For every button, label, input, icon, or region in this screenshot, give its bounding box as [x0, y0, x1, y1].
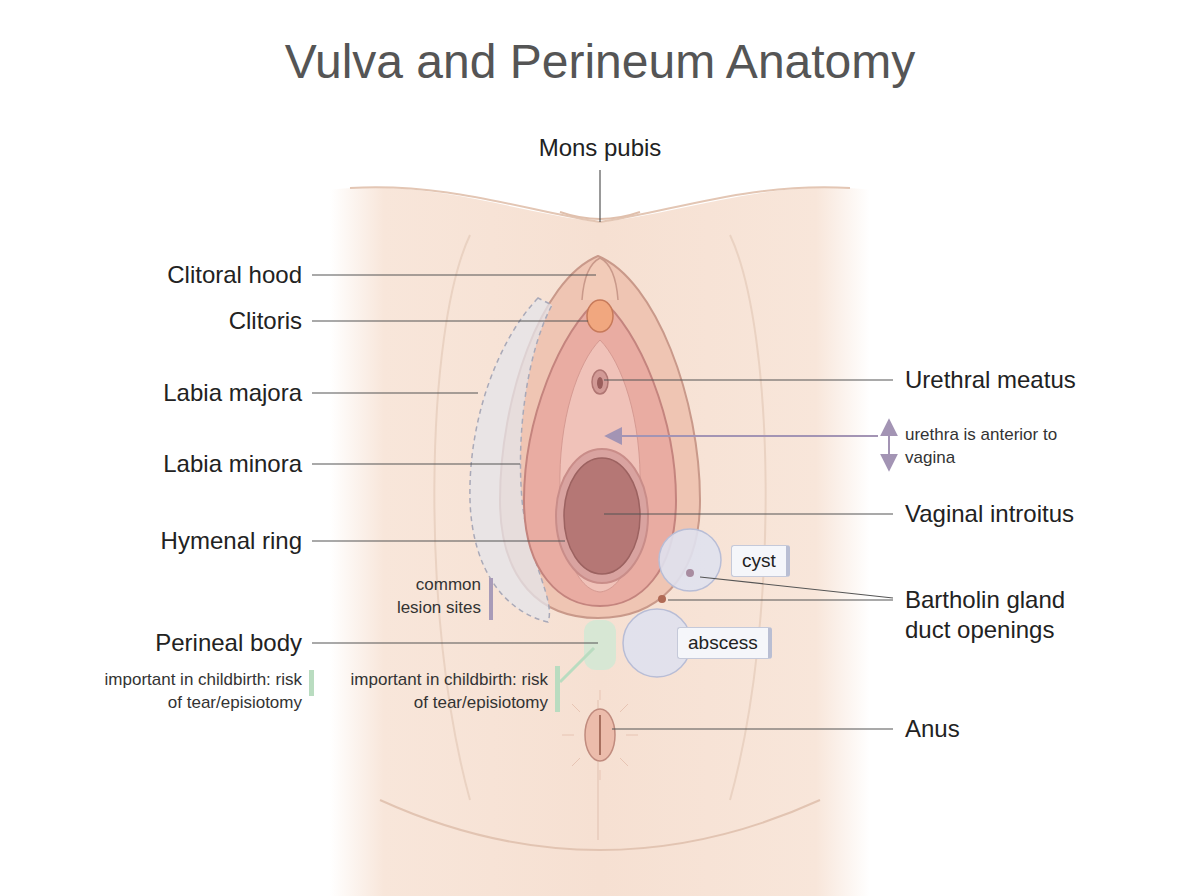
part-label: Vaginal introitus: [905, 499, 1074, 529]
hymenal-ring-shape: [556, 449, 648, 583]
anterior-posterior-arrow: [888, 420, 890, 470]
note-text: important in childbirth: risk of tear/ep…: [87, 669, 302, 715]
box-text: abscess: [688, 632, 758, 654]
note-bar: [555, 666, 560, 712]
note-text: important in childbirth: risk of tear/ep…: [333, 669, 548, 715]
clitoral-hood-shape: [582, 258, 618, 300]
part-label: Bartholin gland duct openings: [905, 585, 1115, 645]
cyst-circle: [659, 529, 721, 591]
perineal-body-shape: [584, 620, 616, 670]
part-label: Clitoris: [229, 306, 302, 336]
part-label: Clitoral hood: [167, 260, 302, 290]
note-text: urethra is anterior to vagina: [905, 424, 1065, 470]
urethral-meatus-shape: [592, 370, 608, 394]
thigh-crease: [434, 235, 470, 800]
note-bar: [309, 670, 314, 696]
label-box: cyst: [731, 545, 790, 577]
part-label: Labia majora: [163, 378, 302, 408]
leader-lines: [312, 170, 893, 729]
vaginal-introitus-shape: [564, 458, 640, 574]
note-leader: [560, 648, 594, 682]
part-label: Hymenal ring: [161, 526, 302, 556]
buttock-outline: [380, 800, 820, 850]
part-label: Perineal body: [155, 628, 302, 658]
clitoris-shape: [587, 300, 613, 332]
diagram-title: Vulva and Perineum Anatomy: [0, 34, 1200, 89]
labia-minora-shape: [524, 298, 676, 606]
box-text: cyst: [742, 550, 776, 572]
anus-shape: [585, 709, 615, 761]
cyst-dot: [686, 569, 694, 577]
part-label: Labia minora: [163, 449, 302, 479]
anus-folds: [562, 690, 638, 780]
note-bar: [489, 578, 493, 620]
urethra-arrow: [606, 435, 878, 437]
urethral-opening: [597, 377, 603, 389]
part-label: Anus: [905, 714, 960, 744]
note-text: common lesion sites: [381, 574, 481, 620]
anus-opening: [599, 715, 601, 755]
thigh-crease: [730, 235, 766, 800]
bartholin-dot: [658, 595, 666, 603]
part-label: Mons pubis: [539, 133, 662, 163]
label-box: abscess: [677, 627, 772, 659]
part-label: Urethral meatus: [905, 365, 1076, 395]
body-skin: [330, 188, 870, 896]
